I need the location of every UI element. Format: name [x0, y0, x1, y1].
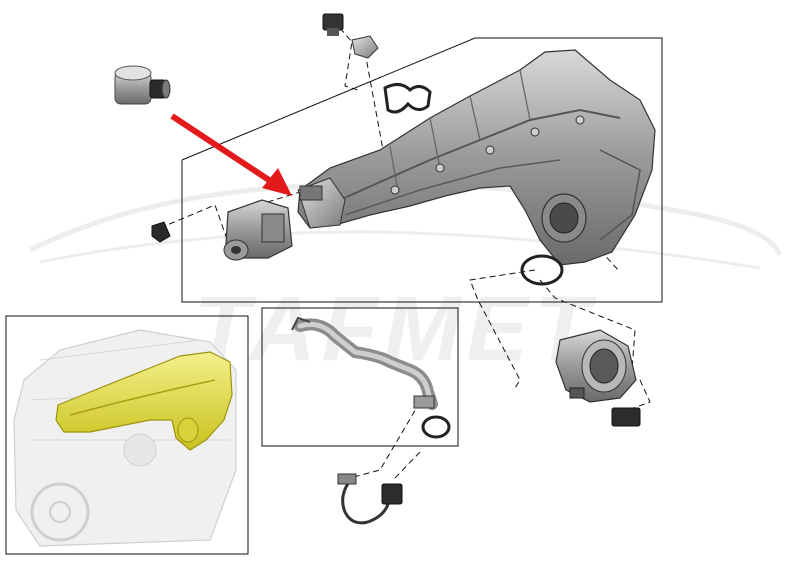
pressure-sensor: [322, 13, 379, 59]
temperature-sensor: [337, 473, 403, 525]
clip: [151, 221, 171, 243]
manifold-group-frame: [181, 37, 663, 303]
egr-pipe: [291, 316, 451, 439]
o-ring: [520, 254, 564, 286]
manifold-gasket: [383, 83, 432, 114]
actuator: [223, 199, 293, 261]
engine-inset-frame: [5, 315, 249, 555]
leader-lines: [159, 27, 651, 479]
throttle-body: [555, 329, 641, 427]
plug: [114, 65, 171, 105]
intake-manifold: [297, 49, 656, 266]
engine-inset: [13, 329, 237, 547]
egr-group-frame: [261, 307, 459, 447]
highlight-arrow: [170, 113, 292, 196]
